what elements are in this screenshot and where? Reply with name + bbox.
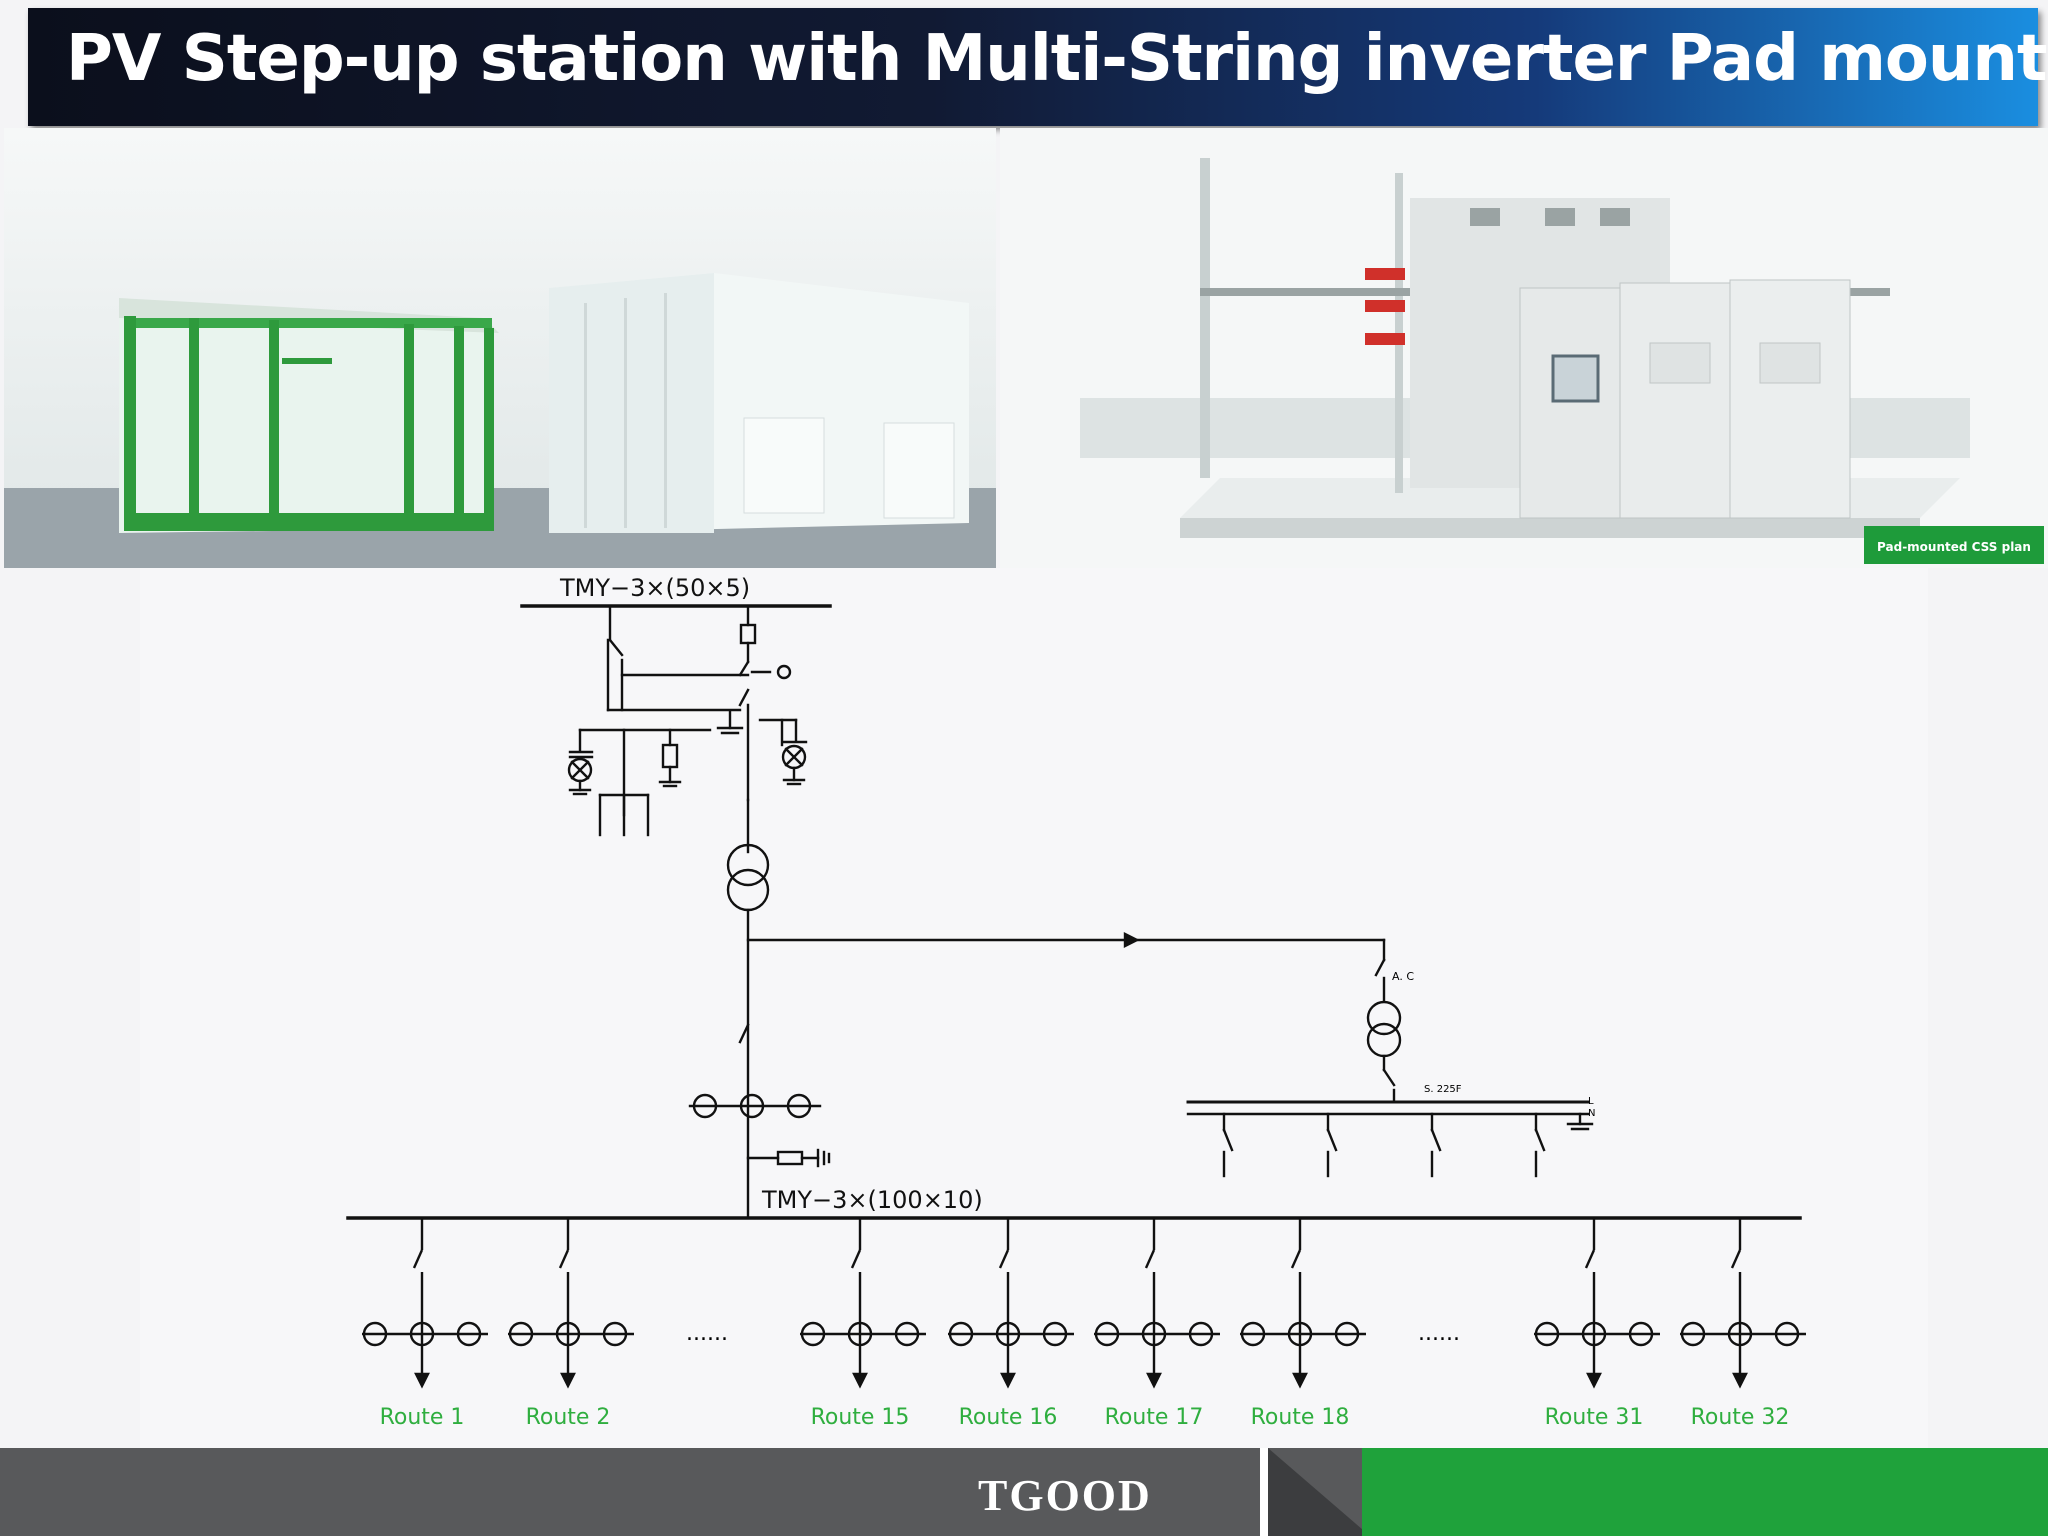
main-current-transformers (688, 1093, 822, 1119)
route-feeder (1534, 1218, 1660, 1389)
route-feeder (800, 1218, 926, 1389)
route-feeders (362, 1218, 1806, 1389)
route-label: Route 32 (1691, 1405, 1790, 1430)
white-container-unit (549, 273, 969, 533)
hv-bus-label: TMY−3×(50×5) (559, 574, 750, 602)
route-label: Route 2 (526, 1405, 611, 1430)
route-feeder (1680, 1218, 1806, 1389)
route-label: Route 16 (959, 1405, 1058, 1430)
route-label: Route 18 (1251, 1405, 1350, 1430)
footer-accent (1362, 1448, 2048, 1536)
aux-transformer-label: A. C (1392, 970, 1414, 983)
ellipsis-right: ...... (1418, 1321, 1460, 1346)
aux-transformer-primary (1366, 1000, 1402, 1036)
route-labels: Route 1 Route 2 Route 15 Route 16 Route 17 Ro… (380, 1405, 1790, 1430)
aux-bus-label-l: L (1588, 1096, 1594, 1107)
route-feeder (1240, 1218, 1366, 1389)
css-plan-tag-text: Pad-mounted CSS plan (1877, 540, 2031, 554)
page-title: PV Step-up station with Multi-String inv… (66, 22, 2048, 96)
route-feeder (508, 1218, 634, 1389)
css-plan-tag: Pad-mounted CSS plan (1864, 526, 2044, 564)
container-substations-photo (4, 128, 996, 568)
single-line-diagram: TMY−3×(50×5) TMY−3×(100×10) A. C S. 225F… (140, 568, 1928, 1448)
route-feeder (362, 1218, 488, 1389)
hv-bushings (1365, 268, 1405, 345)
ellipsis-left: ...... (686, 1321, 728, 1346)
route-feeder (1094, 1218, 1220, 1389)
aux-switch-label: S. 225F (1424, 1084, 1462, 1095)
brand-logo: TGOOD (978, 1471, 1152, 1520)
lv-bus-label: TMY−3×(100×10) (761, 1186, 983, 1214)
route-label: Route 15 (811, 1405, 910, 1430)
route-label: Route 31 (1545, 1405, 1644, 1430)
green-container-unit (119, 298, 499, 533)
route-feeder (948, 1218, 1074, 1389)
title-bar: PV Step-up station with Multi-String inv… (28, 8, 2048, 126)
route-label: Route 17 (1105, 1405, 1204, 1430)
footer: TGOOD (0, 1448, 2048, 1536)
pad-mounted-css-render: Pad-mounted CSS plan (1000, 128, 2048, 568)
aux-bus-label-n: N (1588, 1108, 1595, 1119)
main-transformer-primary (726, 843, 770, 887)
footer-divider (1260, 1448, 1370, 1536)
route-label: Route 1 (380, 1405, 465, 1430)
